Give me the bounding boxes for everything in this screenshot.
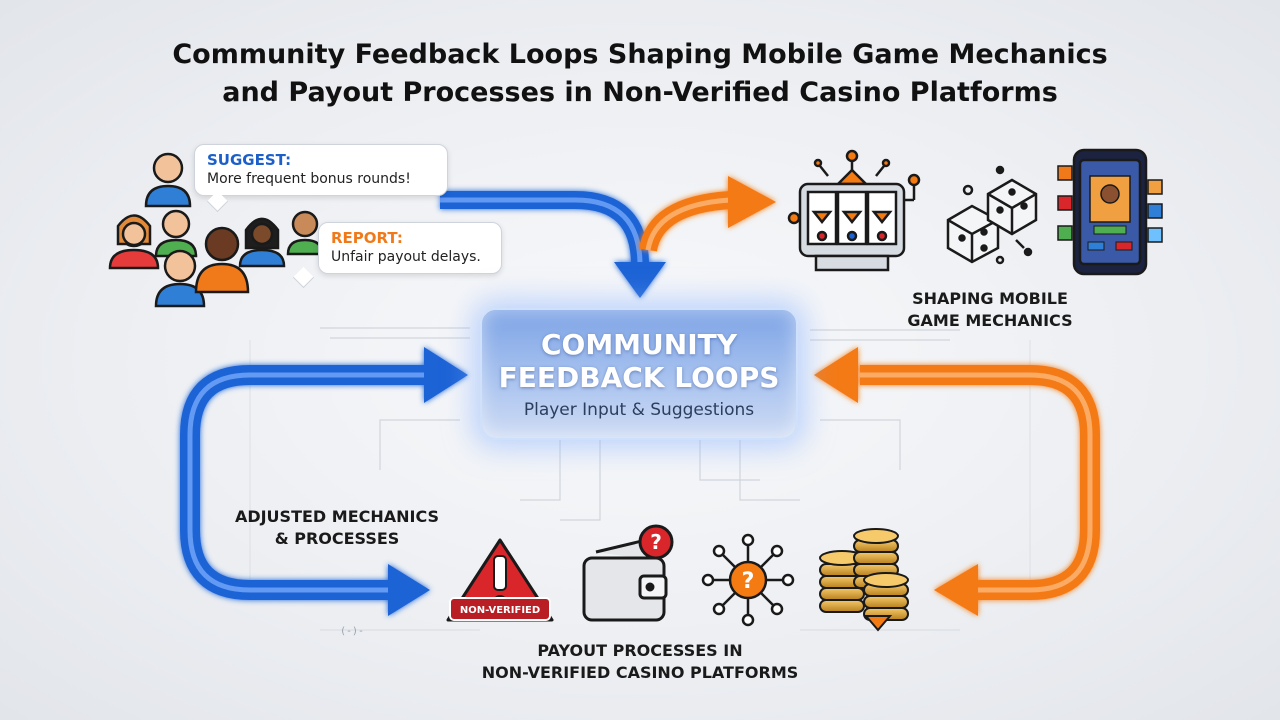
dice-icon xyxy=(946,165,1038,265)
page-title: Community Feedback Loops Shaping Mobile … xyxy=(0,36,1280,112)
people-group-icon xyxy=(108,152,324,308)
report-message: Unfair payout delays. xyxy=(331,249,481,265)
label-shaping-mechanics: SHAPING MOBILE GAME MECHANICS xyxy=(880,288,1100,332)
label-adjusted-line-1: ADJUSTED MECHANICS xyxy=(234,507,440,526)
wallet-question-mark: ? xyxy=(650,530,662,554)
label-payout-line-1: PAYOUT PROCESSES IN xyxy=(537,641,743,660)
center-title: COMMUNITY FEEDBACK LOOPS xyxy=(482,328,796,394)
warning-badge-text: NON-VERIFIED xyxy=(460,605,540,616)
label-payout-processes: PAYOUT PROCESSES IN NON-VERIFIED CASINO … xyxy=(440,640,840,684)
label-mechanics-line-2: GAME MECHANICS xyxy=(907,311,1073,330)
title-line-1: Community Feedback Loops Shaping Mobile … xyxy=(172,39,1108,70)
arrow-feedback-to-center xyxy=(440,191,666,298)
center-subtitle: Player Input & Suggestions xyxy=(523,400,755,420)
footnote-glyph: (-)- xyxy=(340,626,365,637)
arrow-left-loop xyxy=(180,347,468,616)
arrow-right-loop xyxy=(814,347,1100,616)
report-bubble: REPORT: Unfair payout delays. xyxy=(318,222,502,274)
title-line-2: and Payout Processes in Non-Verified Cas… xyxy=(222,77,1058,108)
smartphone-game-icon xyxy=(1057,148,1163,276)
report-tag: REPORT: xyxy=(331,229,403,247)
suggest-message: More frequent bonus rounds! xyxy=(207,171,411,187)
center-title-line-2: FEEDBACK LOOPS xyxy=(498,361,780,394)
warning-triangle-icon xyxy=(446,538,554,622)
community-feedback-loops-box: COMMUNITY FEEDBACK LOOPS Player Input & … xyxy=(480,308,798,440)
suggest-tag: SUGGEST: xyxy=(207,151,292,169)
label-adjusted-mechanics: ADJUSTED MECHANICS & PROCESSES xyxy=(222,506,452,550)
slot-machine-icon xyxy=(787,149,921,272)
label-mechanics-line-1: SHAPING MOBILE xyxy=(912,289,1068,308)
label-payout-line-2: NON-VERIFIED CASINO PLATFORMS xyxy=(481,663,799,682)
coin-stack-icon xyxy=(819,528,909,632)
suggest-bubble: SUGGEST: More frequent bonus rounds! xyxy=(194,144,448,196)
network-question-mark: ? xyxy=(742,569,755,594)
arrow-center-to-mechanics xyxy=(639,176,776,252)
network-question-icon xyxy=(701,533,795,627)
label-adjusted-line-2: & PROCESSES xyxy=(274,529,400,548)
center-title-line-1: COMMUNITY xyxy=(540,328,738,361)
wallet-question-icon xyxy=(582,524,674,622)
